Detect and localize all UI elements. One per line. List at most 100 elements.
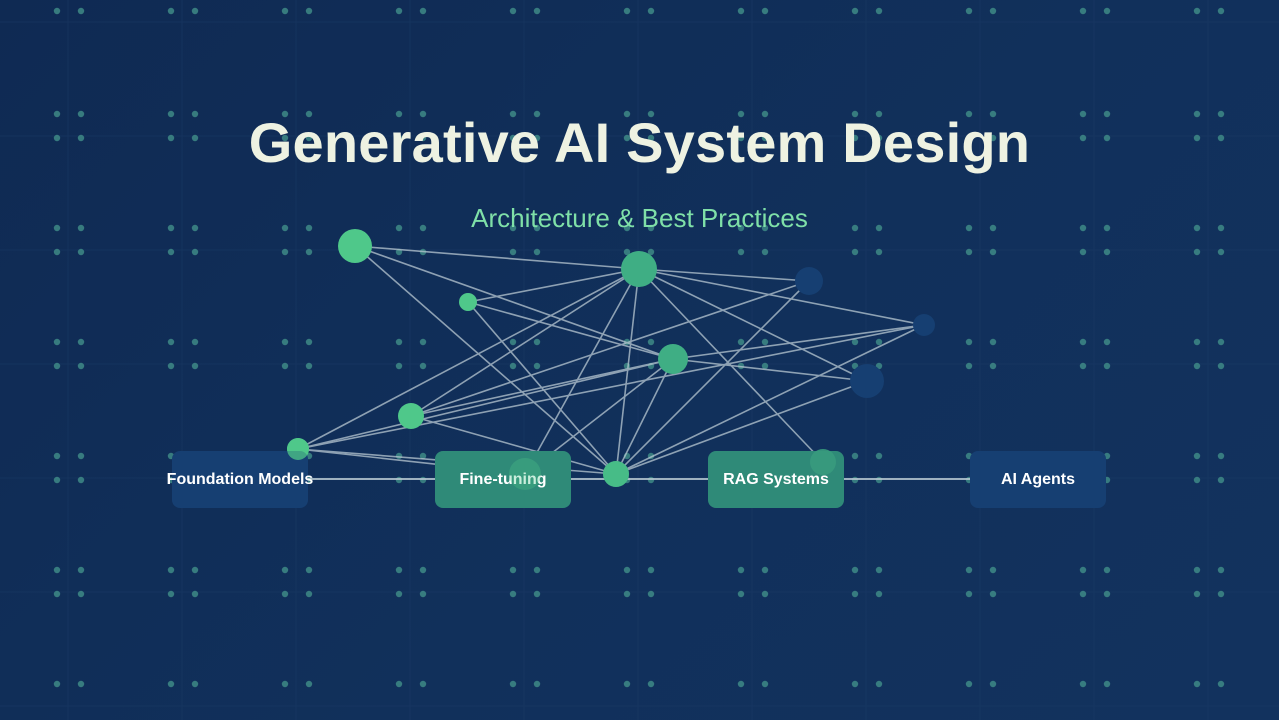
background-dot bbox=[1193, 7, 1201, 15]
background-dot bbox=[1103, 566, 1111, 574]
background-dot bbox=[167, 110, 175, 118]
background-dot bbox=[305, 362, 313, 370]
background-dot bbox=[761, 110, 769, 118]
background-dot bbox=[77, 7, 85, 15]
background-dot bbox=[1079, 680, 1087, 688]
background-dot bbox=[875, 224, 883, 232]
background-dot bbox=[1217, 224, 1225, 232]
network-edge bbox=[615, 280, 810, 475]
background-dot bbox=[989, 224, 997, 232]
background-dot bbox=[647, 566, 655, 574]
background-dot bbox=[851, 248, 859, 256]
network-edge bbox=[467, 268, 640, 303]
background-dot bbox=[77, 590, 85, 598]
background-dot bbox=[851, 7, 859, 15]
background-dot bbox=[419, 134, 427, 142]
network-edge bbox=[354, 245, 640, 270]
background-dot bbox=[1103, 680, 1111, 688]
background-dot bbox=[281, 7, 289, 15]
background-dot bbox=[419, 110, 427, 118]
background-dot bbox=[989, 110, 997, 118]
background-dot bbox=[989, 680, 997, 688]
background-dot bbox=[281, 566, 289, 574]
background-dot bbox=[989, 7, 997, 15]
background-dot bbox=[533, 224, 541, 232]
background-dot bbox=[965, 248, 973, 256]
network-node bbox=[459, 293, 477, 311]
background-dot bbox=[191, 7, 199, 15]
background-dot bbox=[1217, 452, 1225, 460]
background-dot bbox=[77, 680, 85, 688]
background-dot bbox=[647, 224, 655, 232]
background-dot bbox=[77, 110, 85, 118]
background-dot bbox=[1079, 590, 1087, 598]
background-dot bbox=[1217, 362, 1225, 370]
background-dot bbox=[1217, 7, 1225, 15]
background-dot bbox=[191, 338, 199, 346]
background-dot bbox=[1103, 248, 1111, 256]
background-dot bbox=[989, 566, 997, 574]
background-dot bbox=[989, 248, 997, 256]
background-dot bbox=[305, 566, 313, 574]
background-dot bbox=[281, 134, 289, 142]
slide-title: Generative AI System Design bbox=[248, 111, 1031, 174]
network-edge bbox=[410, 358, 674, 417]
background-dot bbox=[851, 680, 859, 688]
background-dot bbox=[1193, 476, 1201, 484]
background-dot bbox=[1193, 248, 1201, 256]
network-node bbox=[658, 344, 688, 374]
background-dot bbox=[623, 224, 631, 232]
background-dot bbox=[53, 338, 61, 346]
background-dot bbox=[509, 134, 517, 142]
network-edge bbox=[672, 358, 868, 382]
background-dot bbox=[1079, 248, 1087, 256]
background-dot bbox=[851, 338, 859, 346]
network-edge bbox=[410, 280, 810, 417]
background-dot bbox=[623, 566, 631, 574]
background-dot bbox=[281, 362, 289, 370]
background-dot bbox=[965, 680, 973, 688]
background-dot bbox=[167, 362, 175, 370]
background-dot bbox=[281, 110, 289, 118]
network-edge bbox=[638, 268, 868, 382]
background-dot bbox=[419, 590, 427, 598]
background-dot bbox=[77, 452, 85, 460]
background-dot bbox=[395, 362, 403, 370]
background-dot bbox=[851, 110, 859, 118]
background-dot bbox=[509, 566, 517, 574]
background-dot bbox=[281, 224, 289, 232]
background-dot bbox=[419, 7, 427, 15]
background-dot bbox=[761, 680, 769, 688]
background-dot bbox=[647, 7, 655, 15]
background-dot bbox=[875, 7, 883, 15]
background-dot bbox=[737, 224, 745, 232]
network-edge bbox=[354, 245, 617, 475]
background-dot bbox=[1217, 680, 1225, 688]
network-edge bbox=[297, 324, 925, 450]
background-dot bbox=[77, 248, 85, 256]
background-dot bbox=[533, 248, 541, 256]
background-dot bbox=[1103, 338, 1111, 346]
stage-foundation-models: Foundation Models bbox=[167, 451, 313, 508]
background-dot bbox=[1217, 248, 1225, 256]
background-dot bbox=[53, 476, 61, 484]
background-dot bbox=[851, 566, 859, 574]
background-dot bbox=[1217, 590, 1225, 598]
background-dot bbox=[53, 248, 61, 256]
network-edge bbox=[615, 268, 640, 475]
background-dot bbox=[167, 680, 175, 688]
background-dot bbox=[1103, 362, 1111, 370]
background-dot bbox=[761, 362, 769, 370]
background-dot bbox=[737, 566, 745, 574]
network-node bbox=[338, 229, 372, 263]
background-dot bbox=[965, 566, 973, 574]
background-dot bbox=[395, 110, 403, 118]
background-dot bbox=[533, 110, 541, 118]
background-dot bbox=[191, 134, 199, 142]
background-dot bbox=[281, 338, 289, 346]
network-edge bbox=[638, 268, 810, 282]
network-edge bbox=[297, 358, 674, 450]
background-dot bbox=[419, 680, 427, 688]
background-dot bbox=[623, 680, 631, 688]
background-dot bbox=[281, 680, 289, 688]
